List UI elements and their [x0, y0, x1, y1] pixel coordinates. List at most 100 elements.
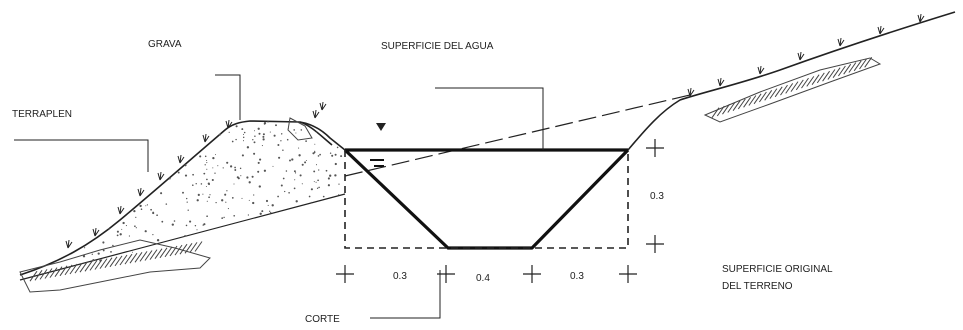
stipple-dot	[215, 154, 216, 156]
stipple-dot	[310, 201, 313, 204]
stipple-dot	[212, 167, 214, 169]
hatch-stroke	[189, 242, 198, 253]
grass-tuft	[92, 227, 100, 237]
stipple-dot	[241, 154, 244, 157]
hatch-stroke	[94, 259, 103, 270]
stipple-dot	[189, 220, 192, 223]
hatch-stroke	[84, 261, 93, 272]
hatch-stroke	[104, 257, 113, 268]
stipple-dot	[195, 183, 197, 185]
stipple-dot	[319, 153, 321, 156]
label-grava: GRAVA	[148, 39, 182, 50]
hatch-stroke	[169, 245, 178, 257]
stipple-dot	[263, 123, 266, 125]
hatch-stroke	[64, 264, 73, 276]
stipple-dot	[108, 228, 110, 230]
hatch-stroke	[49, 267, 58, 278]
hatch-stroke	[732, 100, 741, 111]
stipple-dot	[284, 190, 286, 193]
embankment-inner-slope	[299, 121, 333, 146]
stipple-dot	[246, 146, 250, 149]
stipple-dot	[182, 191, 184, 194]
stipple-dot	[327, 177, 330, 180]
stipple-dot	[253, 152, 256, 155]
stipple-dot	[135, 227, 137, 229]
stipple-dot	[253, 194, 255, 196]
stipple-dot	[340, 155, 343, 158]
stipple-dot	[305, 159, 307, 162]
stipple-dot	[269, 131, 271, 133]
stipple-dot	[235, 138, 237, 141]
stipple-dot	[139, 204, 142, 208]
stipple-dot	[272, 165, 274, 167]
stipple-dot	[318, 169, 320, 171]
water-level-symbol	[376, 123, 386, 131]
stipple-dot	[280, 184, 283, 187]
stipple-dot	[252, 139, 254, 141]
stipple-dot	[241, 197, 243, 199]
stipple-dot	[262, 133, 265, 136]
stipple-dot	[262, 138, 265, 141]
rock-hatch-left	[19, 239, 211, 293]
dimension-bottom-center: 0.4	[476, 273, 490, 284]
stipple-dot	[305, 140, 307, 142]
stipple-dot	[252, 201, 255, 205]
label-terraplen: TERRAPLEN	[12, 109, 72, 120]
stipple-dot	[293, 170, 296, 173]
hatch-stroke	[154, 248, 163, 259]
stipple-dot	[261, 145, 263, 147]
stipple-dot	[211, 178, 214, 182]
hatch-stroke	[801, 77, 809, 89]
stipple-dot	[173, 220, 176, 222]
hatch-stroke	[139, 251, 148, 262]
stipple-dot	[317, 155, 320, 157]
stipple-dot	[206, 159, 208, 162]
stipple-dot	[184, 174, 188, 177]
stipple-dot	[184, 235, 186, 237]
hatch-stroke	[79, 261, 88, 273]
crosshair-markers	[336, 139, 664, 283]
crosshair-marker	[336, 265, 354, 283]
stipple-dot	[208, 183, 210, 186]
rock-hatch-right	[703, 57, 882, 123]
hatch-stroke	[179, 243, 188, 255]
stipple-dot	[196, 229, 198, 231]
leader-lines	[14, 74, 544, 319]
grass-tuft	[319, 101, 327, 111]
stipple-dot	[128, 235, 130, 237]
stipple-dot	[197, 193, 200, 197]
stipple-dot	[277, 195, 279, 198]
stipple-dot	[241, 128, 244, 131]
stipple-dot	[206, 178, 208, 181]
stipple-dot	[304, 161, 307, 164]
stipple-dot	[226, 190, 228, 192]
stipple-dot	[289, 159, 291, 162]
grass-tuft	[117, 205, 125, 215]
hatch-stroke	[737, 98, 746, 110]
stipple-dot	[314, 143, 316, 145]
stipple-dot	[277, 144, 280, 146]
hatch-stroke	[34, 270, 43, 281]
ground-profile	[19, 11, 956, 276]
hatch-stroke	[159, 247, 168, 259]
grass-tuft	[917, 13, 925, 23]
stipple-dot	[110, 251, 112, 253]
stipple-dot	[171, 223, 174, 226]
stipple-dot	[298, 147, 300, 149]
stipple-dot	[254, 135, 256, 137]
stipple-dot	[84, 247, 86, 249]
stipple-dot	[219, 133, 222, 136]
stipple-dot	[243, 131, 246, 134]
stipple-dot	[200, 183, 203, 185]
stipple-dot	[298, 154, 301, 157]
stipple-dot	[257, 127, 260, 130]
stipple-dot	[233, 214, 236, 217]
stipple-dot	[206, 168, 208, 170]
stipple-dot	[299, 174, 302, 177]
stipple-dot	[209, 194, 211, 196]
stipple-dot	[262, 135, 265, 138]
stipple-dot	[259, 212, 262, 215]
stipple-dot	[156, 214, 158, 217]
stipple-dot	[280, 140, 282, 142]
hatch-stroke	[748, 95, 757, 106]
